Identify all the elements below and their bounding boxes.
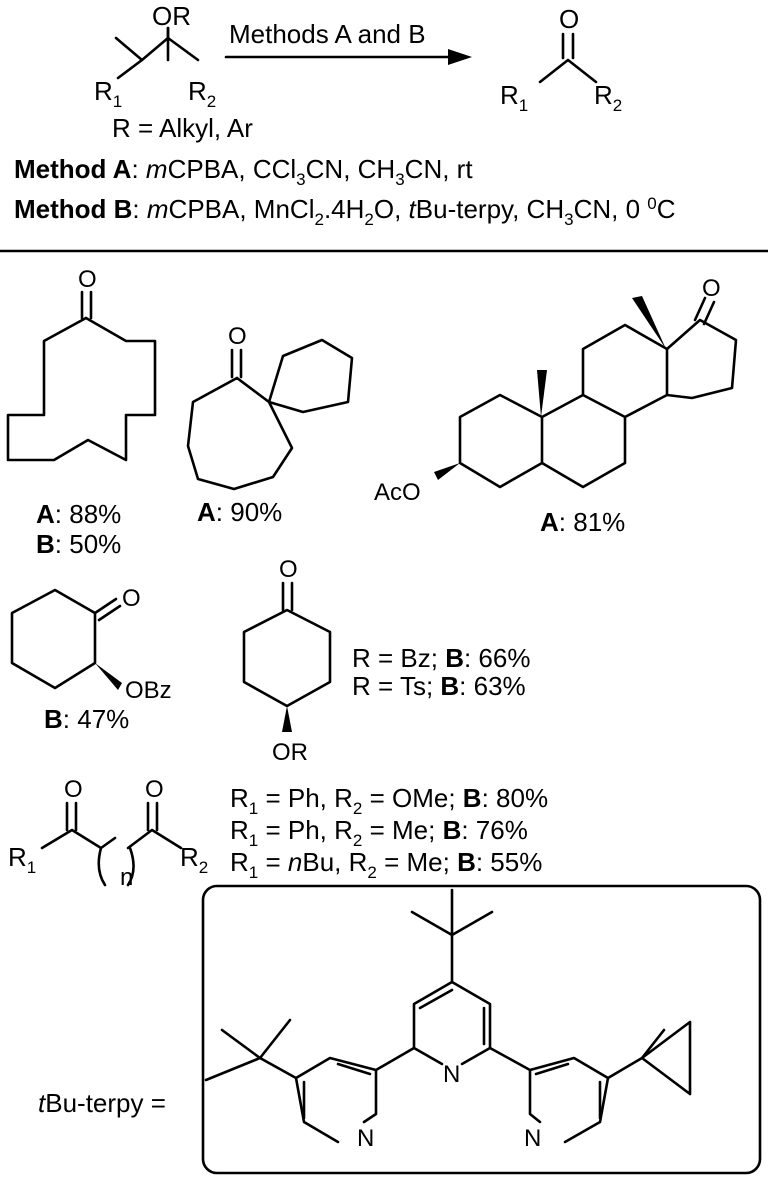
cyclododecanone-yield-b: B: 50%: [36, 529, 121, 559]
diketone-r1-label: R1: [8, 842, 36, 877]
steroid-yield-a: A: 81%: [540, 507, 625, 537]
diketone-n-label: n: [120, 864, 133, 891]
substrate-r2-label: R2: [188, 76, 216, 111]
steroid-aco-label: AcO: [374, 479, 421, 506]
cyclohexanone-or-structure: O OR: [242, 556, 332, 766]
ligand-n-left: N: [357, 1125, 374, 1152]
cyclohexanone-obz-structure: O OBz: [10, 585, 172, 704]
ligand-n-right: N: [524, 1125, 541, 1152]
steroid-o-label: O: [702, 275, 721, 302]
product-r1-label: R1: [500, 80, 528, 115]
diketone-o1-label: O: [64, 776, 83, 803]
substrate-r1-label: R1: [94, 76, 122, 111]
ligand-label: tBu-terpy =: [38, 1088, 166, 1118]
r-definition: R = Alkyl, Ar: [112, 113, 253, 143]
cyclohexanone-obz-o-label: O: [122, 585, 141, 612]
spiro-yield-a: A: 90%: [197, 497, 282, 527]
diketone-row-3: R1 = nBu, R2 = Me; B: 55%: [230, 847, 542, 882]
ligand-n-central: N: [443, 1061, 460, 1088]
substrate-structure: OR R1 R2: [94, 1, 216, 111]
product-o-label: O: [559, 4, 579, 34]
ligand-frame: [201, 884, 762, 1175]
diketone-structure: O O R1 n R2: [8, 776, 208, 891]
diketone-row-2: R1 = Ph, R2 = Me; B: 76%: [230, 815, 528, 850]
cyclohexanone-obz-yield-b: B: 47%: [44, 704, 129, 734]
spiro-o-label: O: [228, 323, 247, 350]
cyclohexanone-obz-obz-label: OBz: [125, 677, 172, 704]
diketone-row-1: R1 = Ph, R2 = OMe; B: 80%: [230, 783, 548, 818]
cyclododecanone-o-label: O: [78, 266, 97, 293]
ligand-structure: N N N: [204, 888, 692, 1152]
cyclohexanone-or-o-label: O: [279, 556, 298, 583]
cyclohexanone-or-row-1: R = Bz; B: 66%: [352, 643, 530, 673]
cyclododecanone-yield-a: A: 88%: [36, 499, 121, 529]
steroid-structure: O AcO: [374, 275, 738, 506]
method-a-conditions: Method A: mCPBA, CCl3CN, CH3CN, rt: [14, 154, 473, 189]
substrate-or-label: OR: [152, 1, 191, 31]
product-r2-label: R2: [594, 80, 622, 115]
method-b-conditions: Method B: mCPBA, MnCl2.4H2O, tBu-terpy, …: [14, 194, 676, 229]
diketone-o2-label: O: [145, 776, 164, 803]
reaction-arrow: Methods A and B: [224, 19, 472, 65]
spiro-ketone-structure: O: [186, 323, 354, 491]
cyclododecanone-structure: O: [6, 266, 157, 462]
product-ketone-structure: O R1 R2: [500, 4, 622, 115]
cyclohexanone-or-row-2: R = Ts; B: 63%: [352, 671, 526, 701]
arrow-label: Methods A and B: [229, 19, 426, 49]
cyclohexanone-or-or-label: OR: [272, 739, 308, 766]
diketone-r2-label: R2: [180, 842, 208, 877]
